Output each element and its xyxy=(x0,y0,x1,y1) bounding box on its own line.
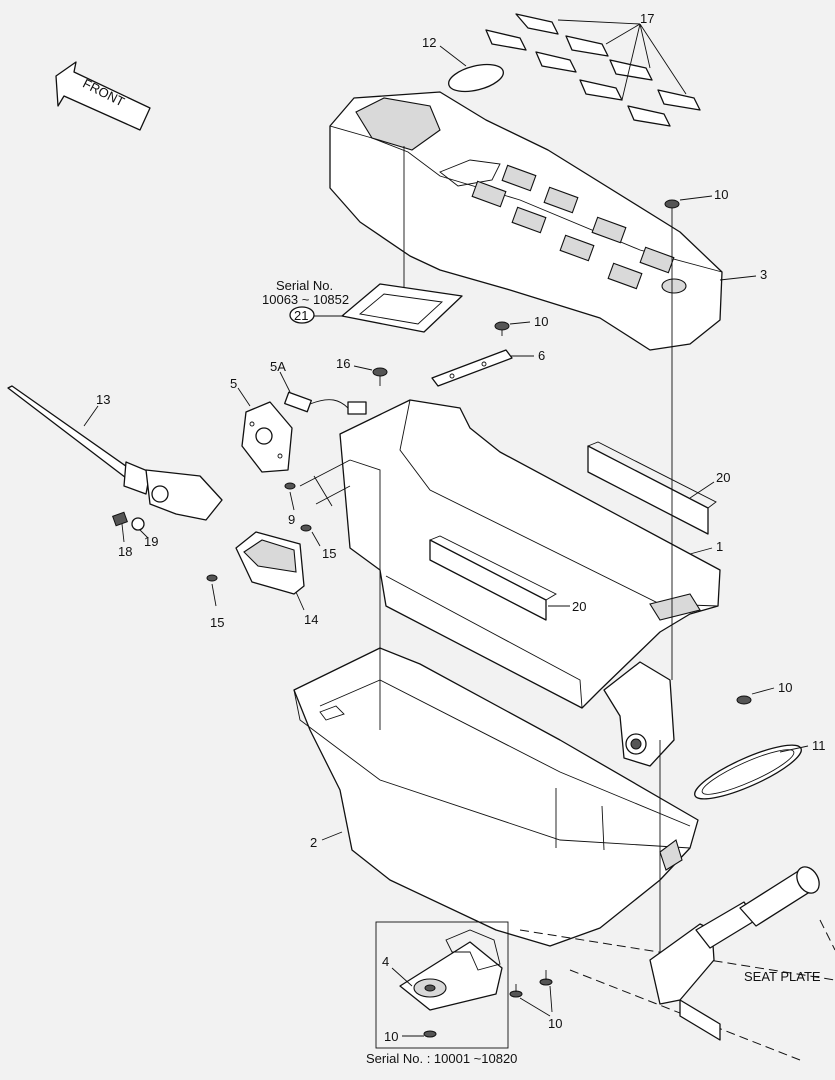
callout-16: 16 xyxy=(336,356,350,371)
callout-20-upper: 20 xyxy=(716,470,730,485)
connector-14 xyxy=(235,531,305,611)
callout-6: 6 xyxy=(538,348,545,363)
foam-strip-upper xyxy=(587,441,717,535)
callout-20-lower: 20 xyxy=(572,599,586,614)
hinge-block xyxy=(603,661,675,767)
seal-ring xyxy=(694,744,809,800)
front-arrow: FRONT xyxy=(55,61,151,131)
screw-16 xyxy=(353,365,388,386)
callout-10-lower: 10 xyxy=(548,1016,562,1031)
callout-10-top: 10 xyxy=(714,187,728,202)
screw-10-mid xyxy=(494,321,531,336)
switch-5a xyxy=(279,371,367,415)
bolt-18 xyxy=(112,511,128,543)
lower-housing xyxy=(293,647,699,947)
callout-2: 2 xyxy=(310,835,317,850)
callout-9: 9 xyxy=(288,512,295,527)
callout-5a: 5A xyxy=(270,359,286,374)
screw-9 xyxy=(284,459,351,511)
switch-plate-5 xyxy=(237,387,293,473)
callout-11: 11 xyxy=(812,738,826,753)
callout-1: 1 xyxy=(716,539,723,554)
serial-gasket xyxy=(341,283,463,333)
screw-15-right xyxy=(300,524,321,547)
bracket-6 xyxy=(431,349,534,387)
callout-10-right: 10 xyxy=(778,680,792,695)
callout-4: 4 xyxy=(382,954,389,969)
console-top-cover xyxy=(329,91,723,351)
callout-17: 17 xyxy=(640,11,654,26)
callout-15-left: 15 xyxy=(210,615,224,630)
seat-plate xyxy=(519,866,835,1061)
callout-3: 3 xyxy=(760,267,767,282)
callout-21: 21 xyxy=(294,308,308,323)
screw-15-left xyxy=(206,574,218,607)
serial-top-line1: Serial No. xyxy=(276,278,333,293)
callout-17-leaders xyxy=(557,19,687,101)
callout-5: 5 xyxy=(230,376,237,391)
washer-19 xyxy=(131,517,149,539)
serial-bottom: Serial No. : 10001 ~10820 xyxy=(366,1051,517,1066)
serial-top-line2: 10063 ~ 10852 xyxy=(262,292,349,307)
callout-19: 19 xyxy=(144,534,158,549)
screws-10-lower xyxy=(509,970,553,1017)
callout-12: 12 xyxy=(422,35,436,50)
screw-10-right xyxy=(736,687,775,705)
callout-18: 18 xyxy=(118,544,132,559)
callout-10-damper: 10 xyxy=(384,1029,398,1044)
main-frame xyxy=(339,399,721,709)
oval-cover xyxy=(448,63,504,93)
screw-10-top xyxy=(664,195,713,216)
callout-21-circle xyxy=(289,306,315,324)
foam-strip-lower xyxy=(429,535,570,621)
callout-10-mid: 10 xyxy=(534,314,548,329)
switch-caps xyxy=(485,13,701,127)
damper-assembly xyxy=(375,921,509,1049)
cable-13 xyxy=(7,385,223,521)
callout-13: 13 xyxy=(96,392,110,407)
assembly-guide-left xyxy=(379,146,405,730)
callout-15-right: 15 xyxy=(322,546,336,561)
seat-plate-label: SEAT PLATE xyxy=(744,969,821,984)
callout-14: 14 xyxy=(304,612,318,627)
